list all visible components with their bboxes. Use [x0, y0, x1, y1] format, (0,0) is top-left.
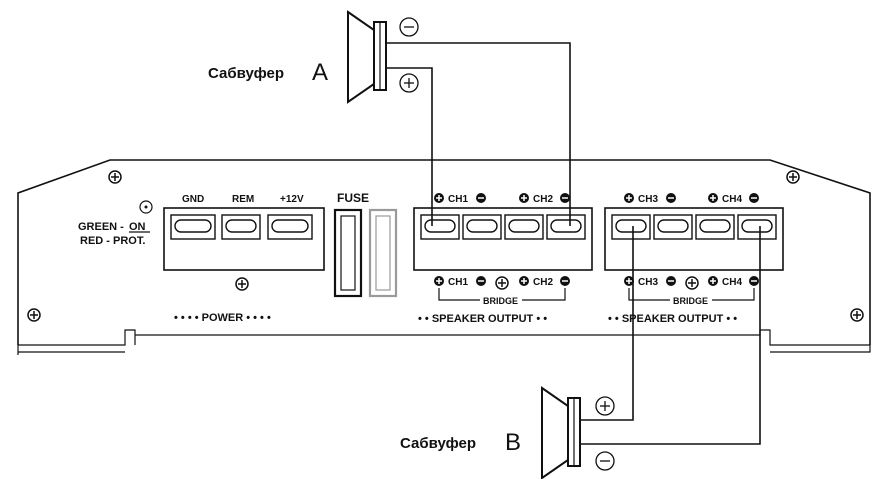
ch4-top-label: CH4 — [722, 194, 742, 205]
status-led-icon — [139, 200, 153, 214]
screw-icon — [685, 276, 699, 290]
minus-icon — [476, 276, 486, 286]
rem-label: REM — [232, 194, 254, 205]
screw-icon — [495, 276, 509, 290]
screw-icon — [235, 277, 249, 291]
bridge-label: BRIDGE — [673, 296, 708, 306]
screw-icon — [786, 170, 800, 184]
plus-icon — [624, 276, 634, 286]
status-green-label: GREEN - — [78, 221, 124, 233]
minus-icon — [560, 193, 570, 203]
plus-icon — [434, 276, 444, 286]
power-label: • • • • POWER • • • • — [174, 312, 271, 324]
fuse-label: FUSE — [337, 191, 369, 205]
plus-icon — [708, 276, 718, 286]
bridge-label: BRIDGE — [483, 296, 518, 306]
plus-icon — [624, 193, 634, 203]
speaker-block-ch3-ch4 — [604, 207, 784, 271]
minus-icon — [666, 276, 676, 286]
status-red-label: RED - PROT. — [80, 235, 145, 247]
amplifier-chassis — [17, 159, 871, 355]
plus12v-terminal — [267, 214, 313, 240]
minus-icon — [595, 451, 615, 471]
screw-icon — [850, 308, 864, 322]
ch2-bottom-label: CH2 — [533, 277, 553, 288]
ch3-top-label: CH3 — [638, 194, 658, 205]
subwoofer-b-letter: B — [505, 429, 521, 456]
power-terminals — [170, 214, 313, 240]
ch1-top-label: CH1 — [448, 194, 468, 205]
minus-icon — [560, 276, 570, 286]
plus-icon — [519, 276, 529, 286]
subwoofer-b-label: Сабвуфер — [400, 435, 476, 452]
terminals-ch3-ch4 — [611, 214, 777, 240]
plus-icon — [399, 73, 419, 93]
ch2-top-label: CH2 — [533, 194, 553, 205]
plus-icon — [434, 193, 444, 203]
mounting-screws — [27, 170, 864, 322]
speaker-block-ch1-ch2 — [413, 207, 593, 271]
plus12v-label: +12V — [280, 194, 304, 205]
minus-icon — [666, 193, 676, 203]
subwoofer-a-wires — [386, 42, 571, 226]
screw-icon — [108, 170, 122, 184]
minus-icon — [749, 276, 759, 286]
terminals-ch1-ch2 — [420, 214, 586, 240]
speaker-output-label: • • SPEAKER OUTPUT • • — [418, 313, 547, 325]
status-led-dot — [144, 205, 148, 209]
ch3-bottom-label: CH3 — [638, 277, 658, 288]
fuse-icon — [333, 208, 363, 298]
ch4-bottom-label: CH4 — [722, 277, 742, 288]
fuse-icon — [368, 208, 398, 298]
minus-icon — [749, 193, 759, 203]
subwoofer-b-wires — [580, 226, 761, 445]
gnd-terminal — [170, 214, 216, 240]
power-terminal-block — [163, 207, 325, 271]
speaker-output-label: • • SPEAKER OUTPUT • • — [608, 313, 737, 325]
status-on-label: ON — [129, 221, 146, 233]
plus-icon — [595, 396, 615, 416]
plus-icon — [519, 193, 529, 203]
minus-icon — [476, 193, 486, 203]
screw-icon — [27, 308, 41, 322]
subwoofer-a-icon — [347, 10, 387, 104]
ch1-bottom-label: CH1 — [448, 277, 468, 288]
subwoofer-b-icon — [541, 386, 581, 479]
subwoofer-a-letter: A — [312, 59, 328, 86]
rem-terminal — [221, 214, 261, 240]
minus-icon — [399, 17, 419, 37]
plus-icon — [708, 193, 718, 203]
subwoofer-a-label: Сабвуфер — [208, 65, 284, 82]
gnd-label: GND — [182, 194, 204, 205]
